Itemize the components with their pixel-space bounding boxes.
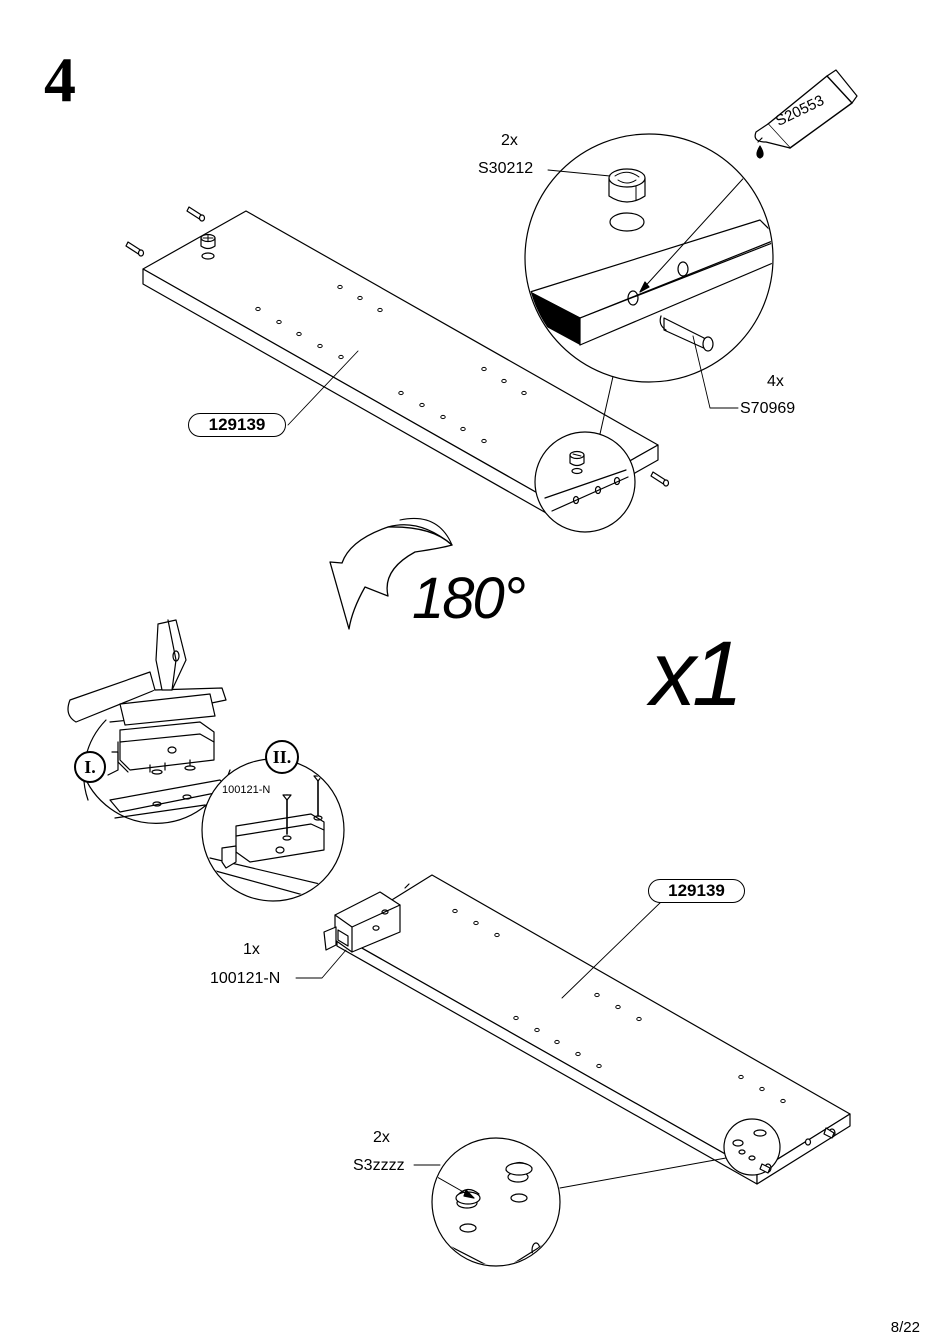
- dowel-quantity: 4x: [767, 373, 784, 390]
- detail-step-two: II.: [265, 740, 299, 774]
- cam-part-number: S30212: [478, 160, 534, 177]
- zoom-connector-bottom: [559, 1157, 727, 1189]
- top-panel-label: 129139: [188, 413, 286, 437]
- bottom-zoom-large: [431, 1137, 561, 1267]
- quantity-label: x1: [650, 623, 743, 725]
- bottom-leaders: [295, 899, 664, 1166]
- top-cam-lock: [200, 233, 216, 260]
- top-panel-holes: [255, 284, 527, 444]
- bottom-panel-holes: [452, 908, 786, 1104]
- cap-quantity: 2x: [373, 1129, 390, 1146]
- top-zoom-large: [524, 133, 774, 383]
- hinge-quantity: 1x: [243, 941, 260, 958]
- cam-quantity: 2x: [501, 132, 518, 149]
- zoom-connector-top: [599, 371, 615, 435]
- detail-screw-circle: [201, 758, 345, 902]
- hinge-part-number: 100121-N: [210, 970, 281, 987]
- detail-screw-part: 100121-N: [222, 784, 271, 796]
- detail-hammer-circle: [67, 619, 231, 824]
- page-number: 8/22: [890, 1319, 920, 1336]
- bottom-hinge: [323, 883, 410, 953]
- step-number: 4: [44, 44, 76, 115]
- top-zoom-small: [534, 431, 636, 533]
- bottom-zoom-small: [723, 1118, 781, 1176]
- top-leaders: [287, 169, 739, 426]
- cap-part-number: S3zzzz: [353, 1157, 405, 1174]
- bottom-dowels: [759, 1127, 836, 1174]
- dowel-part-number: S70969: [740, 400, 796, 417]
- bottom-panel-label: 129139: [648, 879, 745, 903]
- glue-tube: [754, 69, 858, 159]
- rotation-arrow: [329, 517, 453, 630]
- detail-step-one: I.: [74, 751, 106, 783]
- rotation-label: 180°: [412, 566, 526, 631]
